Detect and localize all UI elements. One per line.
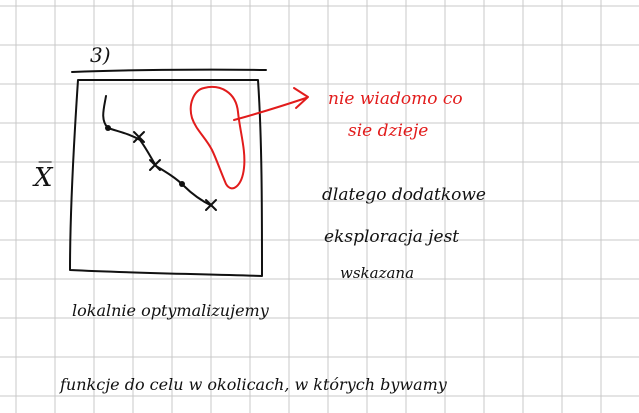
trajectory-start-point (105, 125, 111, 131)
trajectory-point (179, 181, 185, 187)
plot-box (69, 78, 263, 277)
trajectory-marker (149, 159, 161, 171)
black-note-line1: dlatego dodatkowe (322, 185, 486, 205)
trajectory-path (102, 95, 213, 207)
red-note-line1: nie wiadomo co (328, 89, 463, 109)
black-note-line2: eksploracja jest (324, 227, 459, 247)
arrow-head (293, 87, 309, 109)
bottom-line: funkcje do celu w okolicach, w których b… (59, 375, 448, 394)
red-note-line2: sie dzieje (348, 121, 428, 141)
trajectory-marker (133, 131, 145, 143)
pointer-arrow (233, 97, 307, 121)
unexplored-region (189, 86, 246, 190)
box-top-line (71, 68, 267, 73)
section-label: 3) (90, 43, 111, 67)
caption: lokalnie optymalizujemy (72, 301, 270, 320)
trajectory-end-marker (205, 199, 217, 211)
black-note-line3: wskazana (340, 264, 414, 282)
axis-label: X̅ (32, 161, 54, 193)
